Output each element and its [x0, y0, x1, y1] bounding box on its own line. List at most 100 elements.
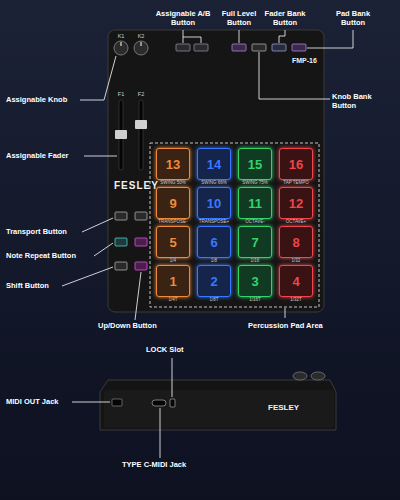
pad-function-label: TAP TEMPO	[277, 181, 315, 186]
pad-number: 11	[248, 196, 262, 211]
callout-label: Percussion Pad Area	[248, 322, 348, 331]
pad-number: 14	[207, 157, 221, 172]
button	[252, 44, 266, 51]
callout-label: Pad Bank Button	[330, 10, 376, 27]
pad-function-label: SWING 75%	[236, 181, 274, 186]
pad-number: 15	[248, 157, 262, 172]
drum-pad: 4	[279, 265, 313, 297]
drum-pad: 10	[197, 187, 231, 219]
down-button	[135, 262, 147, 270]
callout-label: Full Level Button	[219, 10, 259, 27]
fader-slot	[139, 100, 143, 170]
drum-pad: 11	[238, 187, 272, 219]
controller-side	[100, 380, 336, 430]
pad-function-label: 1/8	[195, 259, 233, 264]
pad-function-label: 1/4T	[154, 298, 192, 303]
controller-side-view: FESLEY	[100, 380, 336, 430]
note-repeat-button	[115, 238, 127, 246]
transport-button	[135, 212, 147, 220]
knob	[293, 372, 307, 380]
button	[176, 44, 190, 51]
knob-mark	[120, 42, 121, 46]
drum-pad: 13	[156, 148, 190, 180]
drum-pad: 6	[197, 226, 231, 258]
callout-label: Assignable Knob	[6, 96, 80, 105]
callout-label: Note Repeat Button	[6, 252, 94, 261]
pad-function-label: 1/32	[277, 259, 315, 264]
button	[194, 44, 208, 51]
pad-function-label: 1/16T	[236, 298, 274, 303]
controller-body	[108, 30, 324, 312]
drum-pad: 16	[279, 148, 313, 180]
callout-label: Knob Bank Button	[332, 93, 396, 110]
knob	[311, 372, 325, 380]
pad-number: 5	[169, 235, 176, 250]
drum-pad: 3	[238, 265, 272, 297]
pad-area-outline	[150, 143, 319, 307]
brand-name: FESLEY	[114, 180, 159, 191]
pad-function-label: 1/32T	[277, 298, 315, 303]
pad-function-label: 1/16	[236, 259, 274, 264]
pad-function-label: 1/8T	[195, 298, 233, 303]
callout-label: Shift Button	[6, 282, 62, 291]
control-label: K2	[134, 33, 148, 39]
drum-pad: 12	[279, 187, 313, 219]
pad-function-label: 1/4	[154, 259, 192, 264]
drum-pad: 2	[197, 265, 231, 297]
pad-number: 2	[210, 274, 217, 289]
pad-number: 10	[207, 196, 221, 211]
callout-label: TYPE C-MIDI Jack	[122, 461, 212, 470]
lock-slot	[170, 399, 175, 407]
callout-label: Assignable A/B Button	[150, 10, 216, 27]
pad-function-label: SWING 66%	[195, 181, 233, 186]
usb-c-port	[152, 400, 166, 406]
pad-number: 7	[251, 235, 258, 250]
pad-number: 16	[289, 157, 303, 172]
model-name: FMP-16	[292, 57, 317, 64]
drum-pad: 1	[156, 265, 190, 297]
callout-label: Assignable Fader	[6, 152, 82, 161]
pad-number: 1	[169, 274, 176, 289]
midi-out-port	[112, 399, 122, 406]
button	[232, 44, 246, 51]
button	[292, 44, 306, 51]
pad-function-label: OCTAVE-	[236, 220, 274, 225]
control-label: F2	[134, 91, 148, 97]
up-button	[135, 238, 147, 246]
controller-top: FMP-16FESLEY13141516910111256781234	[108, 30, 324, 312]
pad-number: 8	[292, 235, 299, 250]
pad-number: 12	[289, 196, 303, 211]
drum-pad: 7	[238, 226, 272, 258]
callout-label: LOCK Slot	[146, 346, 206, 355]
drum-pad: 5	[156, 226, 190, 258]
callout-label: Transport Button	[6, 228, 82, 237]
leader-lines	[62, 30, 353, 458]
pad-number: 3	[251, 274, 258, 289]
pad-function-label: OCTAVE+	[277, 220, 315, 225]
control-label: F1	[114, 91, 128, 97]
drum-pad: 14	[197, 148, 231, 180]
drum-pad: 9	[156, 187, 190, 219]
side-panel	[104, 390, 334, 428]
control-label: K1	[114, 33, 128, 39]
pad-number: 9	[169, 196, 176, 211]
pad-function-label: TRANSPOSE+	[195, 220, 233, 225]
shift-button	[115, 262, 127, 270]
drum-pad: 8	[279, 226, 313, 258]
knob-mark	[140, 42, 141, 46]
fader-cap	[135, 120, 147, 129]
knob	[114, 41, 128, 55]
pad-function-label: TRANSPOSE-	[154, 220, 192, 225]
knob	[134, 41, 148, 55]
fader-cap	[115, 130, 127, 139]
callout-label: Fader Bank Button	[263, 10, 307, 27]
button	[272, 44, 286, 51]
pad-number: 6	[210, 235, 217, 250]
transport-button	[115, 212, 127, 220]
callout-label: Up/Down Button	[98, 322, 178, 331]
pad-number: 4	[292, 274, 299, 289]
pad-number: 13	[166, 157, 180, 172]
callout-label: MIDI OUT Jack	[6, 398, 72, 407]
brand-name: FESLEY	[268, 403, 299, 412]
drum-pad: 15	[238, 148, 272, 180]
